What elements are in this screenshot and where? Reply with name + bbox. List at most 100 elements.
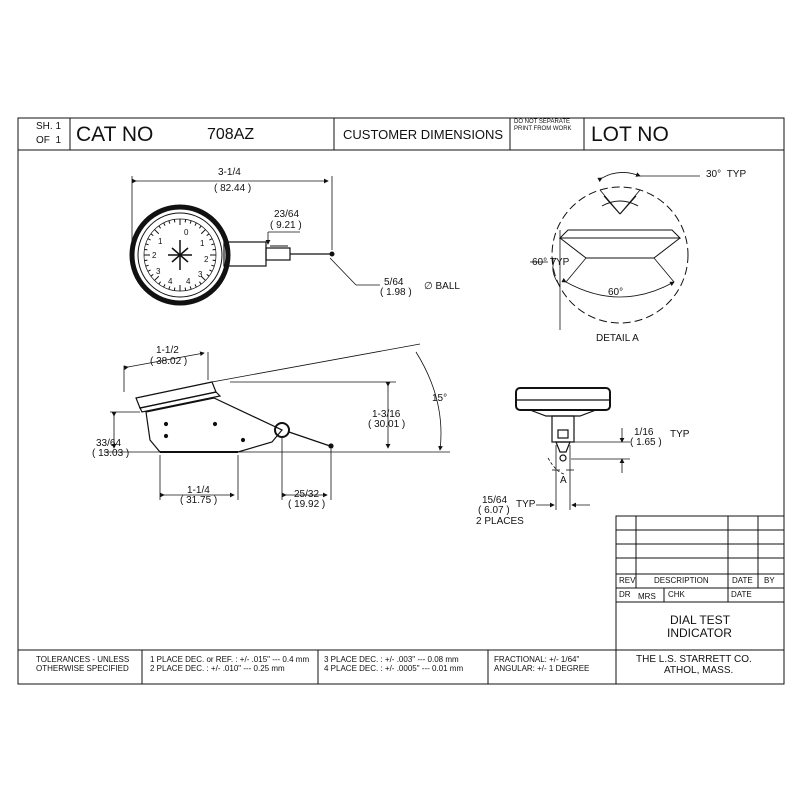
tolerance-angular: ANGULAR: +/- 1 DEGREE <box>494 664 590 673</box>
detail-angle-bottom: 60° <box>608 287 624 298</box>
dim-base-height: 33/64 <box>96 438 122 449</box>
dim-tip-length: 25/32 <box>294 489 320 500</box>
dial-tick <box>200 275 206 281</box>
top-view-dims <box>131 176 380 286</box>
date2-label: DATE <box>731 590 752 599</box>
front-view <box>515 387 611 462</box>
tolerance-3-place: 3 PLACE DEC. : +/- .003" --- 0.08 mm <box>324 655 459 664</box>
side-view <box>135 381 334 453</box>
dim-tip-width-typ: TYP <box>670 429 690 440</box>
dial-tick <box>194 284 197 288</box>
dial-tick <box>147 238 151 241</box>
dial-tick <box>206 233 210 237</box>
side-view-dims <box>104 343 450 500</box>
detail-a-label: DETAIL A <box>596 333 639 344</box>
dial-tick <box>211 243 215 246</box>
dial-number: 3 <box>156 267 161 276</box>
dial-number: 4 <box>168 277 173 286</box>
dial-number: 1 <box>158 237 163 246</box>
dial-tick <box>147 269 151 272</box>
tolerance-1-place: 1 PLACE DEC. or REF. : +/- .015" --- 0.4… <box>150 655 310 664</box>
dim-dovetail-places: 2 PLACES <box>476 516 524 527</box>
dial-tick <box>163 222 166 226</box>
drawing-title-line2: INDICATOR <box>667 626 732 640</box>
top-view-dial <box>129 204 335 306</box>
dial-number: 2 <box>152 251 157 260</box>
dial-number: 1 <box>200 239 205 248</box>
dim-ball-mm: ( 1.98 ) <box>380 287 412 298</box>
dial-tick <box>209 269 213 272</box>
tolerance-4-place: 4 PLACE DEC. : +/- .0005" --- 0.01 mm <box>324 664 464 673</box>
do-not-separate-note: DO NOT SEPARATE PRINT FROM WORK <box>514 119 572 132</box>
detail-angle-top: 30° TYP <box>706 169 747 180</box>
dial-tick <box>163 284 166 288</box>
rev-label: REV <box>619 576 636 585</box>
dim-stem-height-mm: ( 9.21 ) <box>270 220 302 231</box>
dial-number: 3 <box>198 270 203 279</box>
dial-tick <box>158 225 162 229</box>
company-location: ATHOL, MASS. <box>664 665 734 676</box>
dim-height-mm: ( 30.01 ) <box>368 419 406 430</box>
dial-number: 0 <box>184 228 189 237</box>
customer-dimensions: CUSTOMER DIMENSIONS <box>343 127 504 142</box>
dial-tick <box>200 229 206 235</box>
tolerance-2-place: 2 PLACE DEC. : +/- .010" --- 0.25 mm <box>150 664 285 673</box>
dial-tick <box>209 238 213 241</box>
dial-tick <box>154 229 160 235</box>
by-label: BY <box>764 576 775 585</box>
drawn-label: DR <box>619 590 631 599</box>
dim-overall-length: 3-1/4 <box>218 167 241 178</box>
dial-tick <box>189 286 192 290</box>
dim-overall-length-mm: ( 82.44 ) <box>214 183 252 194</box>
detail-a <box>551 186 689 324</box>
dial-tick <box>150 273 154 277</box>
dial-tick <box>194 222 197 226</box>
dial-tick <box>154 275 160 281</box>
dim-tip-width: 1/16 <box>634 427 654 438</box>
description-label: DESCRIPTION <box>654 576 709 585</box>
dim-tip-width-mm: ( 1.65 ) <box>630 437 662 448</box>
company-name: THE L.S. STARRETT CO. <box>636 654 752 665</box>
frame-lines <box>17 117 785 685</box>
dim-top-width-mm: ( 38.02 ) <box>150 356 188 367</box>
dial-number: 2 <box>204 255 209 264</box>
dial-tick <box>189 220 192 224</box>
dim-dovetail: 15/64 <box>482 495 508 506</box>
dim-dovetail-typ: TYP <box>516 499 536 510</box>
dial-tick <box>198 225 202 229</box>
dim-base-height-mm: ( 13.03 ) <box>92 448 130 459</box>
dim-height: 1-3/16 <box>372 409 401 420</box>
date-label: DATE <box>732 576 753 585</box>
detail-a-dims <box>530 172 700 330</box>
dim-top-width: 1-1/2 <box>156 345 179 356</box>
cat-no-label: CAT NO <box>76 123 154 146</box>
dial-tick <box>145 243 149 246</box>
detail-angle-left: 60° TYP <box>532 257 570 268</box>
dial-tick <box>158 281 162 285</box>
dial-tick <box>145 264 149 267</box>
dial-tick <box>211 264 215 267</box>
dim-ball-note: ∅ BALL <box>424 281 460 292</box>
drawing-title-line1: DIAL TEST <box>670 613 731 627</box>
front-view-dims <box>536 428 630 510</box>
lot-no-label: LOT NO <box>591 123 669 146</box>
dim-stem-height: 23/64 <box>274 209 300 220</box>
dim-angle: 15° <box>432 393 448 404</box>
drawn-value: MRS <box>638 592 656 601</box>
dial-tick <box>206 273 210 277</box>
dial-number: 4 <box>186 277 191 286</box>
sheet-label: SH. 1 <box>36 121 62 132</box>
dim-base-length: 1-1/4 <box>187 485 210 496</box>
checked-label: CHK <box>668 590 685 599</box>
dial-tick <box>168 286 171 290</box>
dim-ball: 5/64 <box>384 277 404 288</box>
dial-tick <box>168 220 171 224</box>
dial-tick <box>198 281 202 285</box>
dial-tick <box>150 233 154 237</box>
dim-tip-length-mm: ( 19.92 ) <box>288 499 326 510</box>
tolerances-label1: TOLERANCES - UNLESS <box>36 655 130 664</box>
of-label: OF 1 <box>36 135 62 146</box>
section-letter: A <box>560 475 567 486</box>
